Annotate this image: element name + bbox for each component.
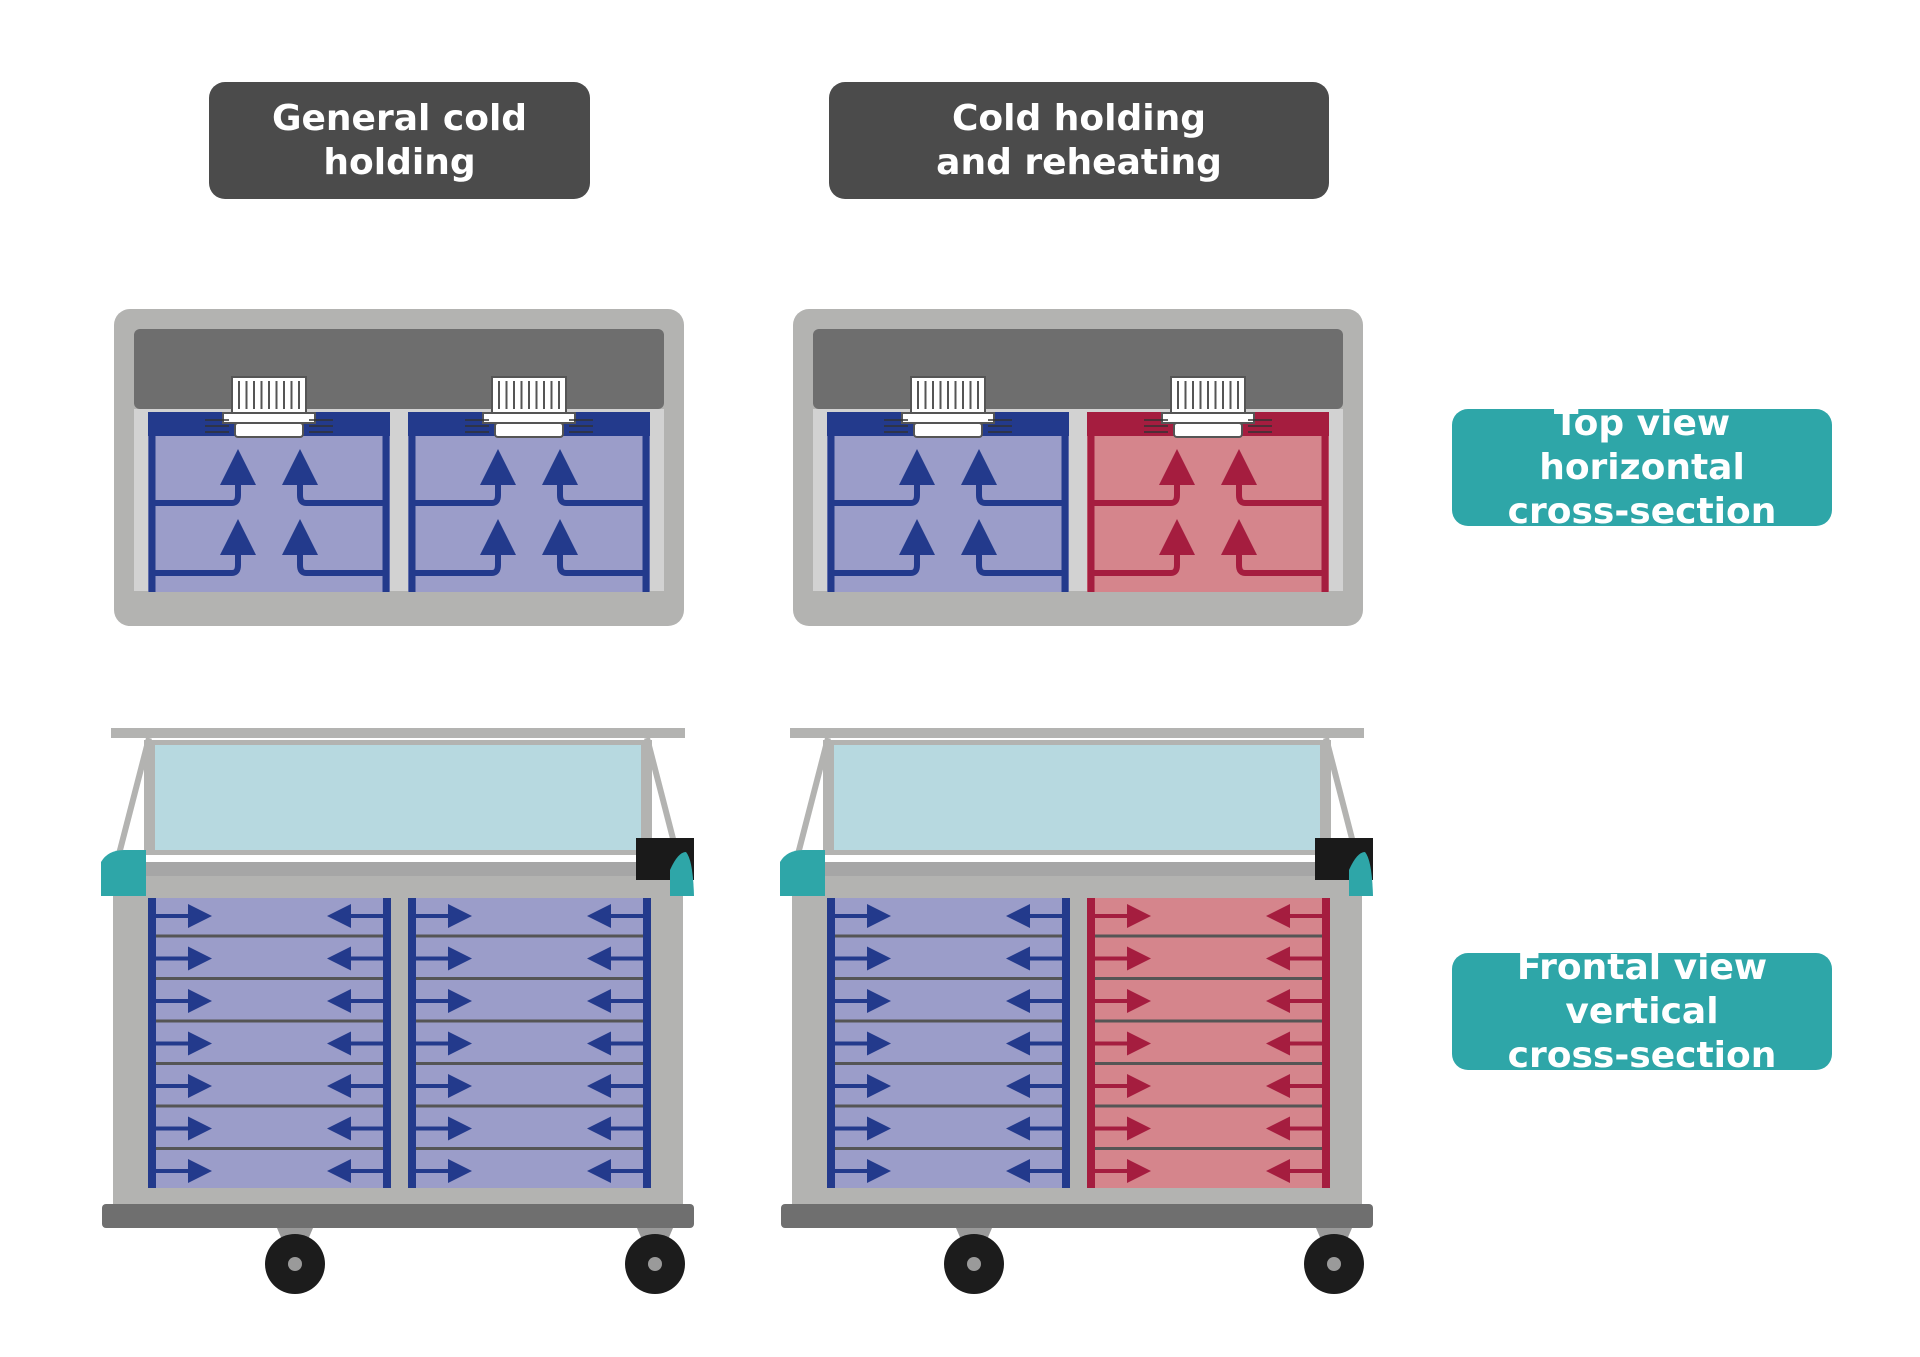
fan-plate [901,412,995,424]
handle-right [670,852,694,896]
front-view-cold-holding-and-reheating [780,728,1373,1294]
airflow-arrow [833,519,935,576]
wheel-hub [1327,1257,1341,1271]
top-view-lid [134,329,664,409]
top-compartment-cold [148,376,390,592]
cart-top-rail [781,862,1373,876]
front-view-general-cold-holding [101,728,694,1294]
airflow-arrow [542,449,644,506]
airflow-arrow [1093,519,1195,576]
frontal-view-label: Frontal view vertical cross-section [1452,947,1832,1076]
front-compartment-cold [827,898,1070,1188]
airflow-arrow [1093,449,1195,506]
handle-right [1349,852,1373,896]
general-cold-holding-label: General cold holding [209,82,590,199]
fan-base [234,422,304,438]
airflow-arrow [154,519,256,576]
front-compartment-cold [408,898,651,1188]
cold-holding-reheating-label: Cold holding and reheating [829,82,1329,199]
front-compartment-cold [148,898,391,1188]
airflow-arrow [833,449,935,506]
wheel-icon [944,1228,1004,1294]
cart-top-rail [102,862,694,876]
top-view-cross-sections [114,309,1363,626]
cart-base [781,1204,1373,1228]
airflow-arrow [961,449,1063,506]
top-view-lid [813,329,1343,409]
airflow-arrow [961,519,1063,576]
guard-strut-left [794,737,831,859]
top-view-cold-holding-and-reheating [793,309,1363,626]
wheel-icon [625,1228,685,1294]
fan-base [1173,422,1243,438]
top-compartment-cold [408,376,650,592]
airflow-arrow [282,449,384,506]
wheel-hub [648,1257,662,1271]
airflow-arrow [542,519,644,576]
airflow-arrow [1221,449,1323,506]
top-view-general-cold-holding [114,309,684,626]
wheel-hub [288,1257,302,1271]
fan-icon [465,376,593,438]
wheel-hub [967,1257,981,1271]
cart-base [102,1204,694,1228]
frontal-view-cross-sections [101,728,1373,1294]
fan-plate [482,412,576,424]
fan-plate [1161,412,1255,424]
top-compartment-cold [827,376,1069,592]
handle-left [101,850,146,896]
fan-icon [1144,376,1272,438]
airflow-arrow [1221,519,1323,576]
fan-base [494,422,564,438]
glass-panel [834,745,1320,850]
handle-left [780,850,825,896]
guard-top-bar [790,728,1364,738]
fan-icon [884,376,1012,438]
fan-icon [205,376,333,438]
airflow-arrow [414,519,516,576]
airflow-arrow [414,449,516,506]
airflow-arrow [282,519,384,576]
top-compartment-hot [1087,376,1329,592]
airflow-arrow [154,449,256,506]
top-view-label: Top view horizontal cross-section [1452,403,1832,532]
wheel-icon [1304,1228,1364,1294]
guard-strut-left [115,737,152,859]
glass-panel [155,745,641,850]
fan-base [913,422,983,438]
fan-plate [222,412,316,424]
front-compartment-hot [1087,898,1330,1188]
guard-top-bar [111,728,685,738]
wheel-icon [265,1228,325,1294]
